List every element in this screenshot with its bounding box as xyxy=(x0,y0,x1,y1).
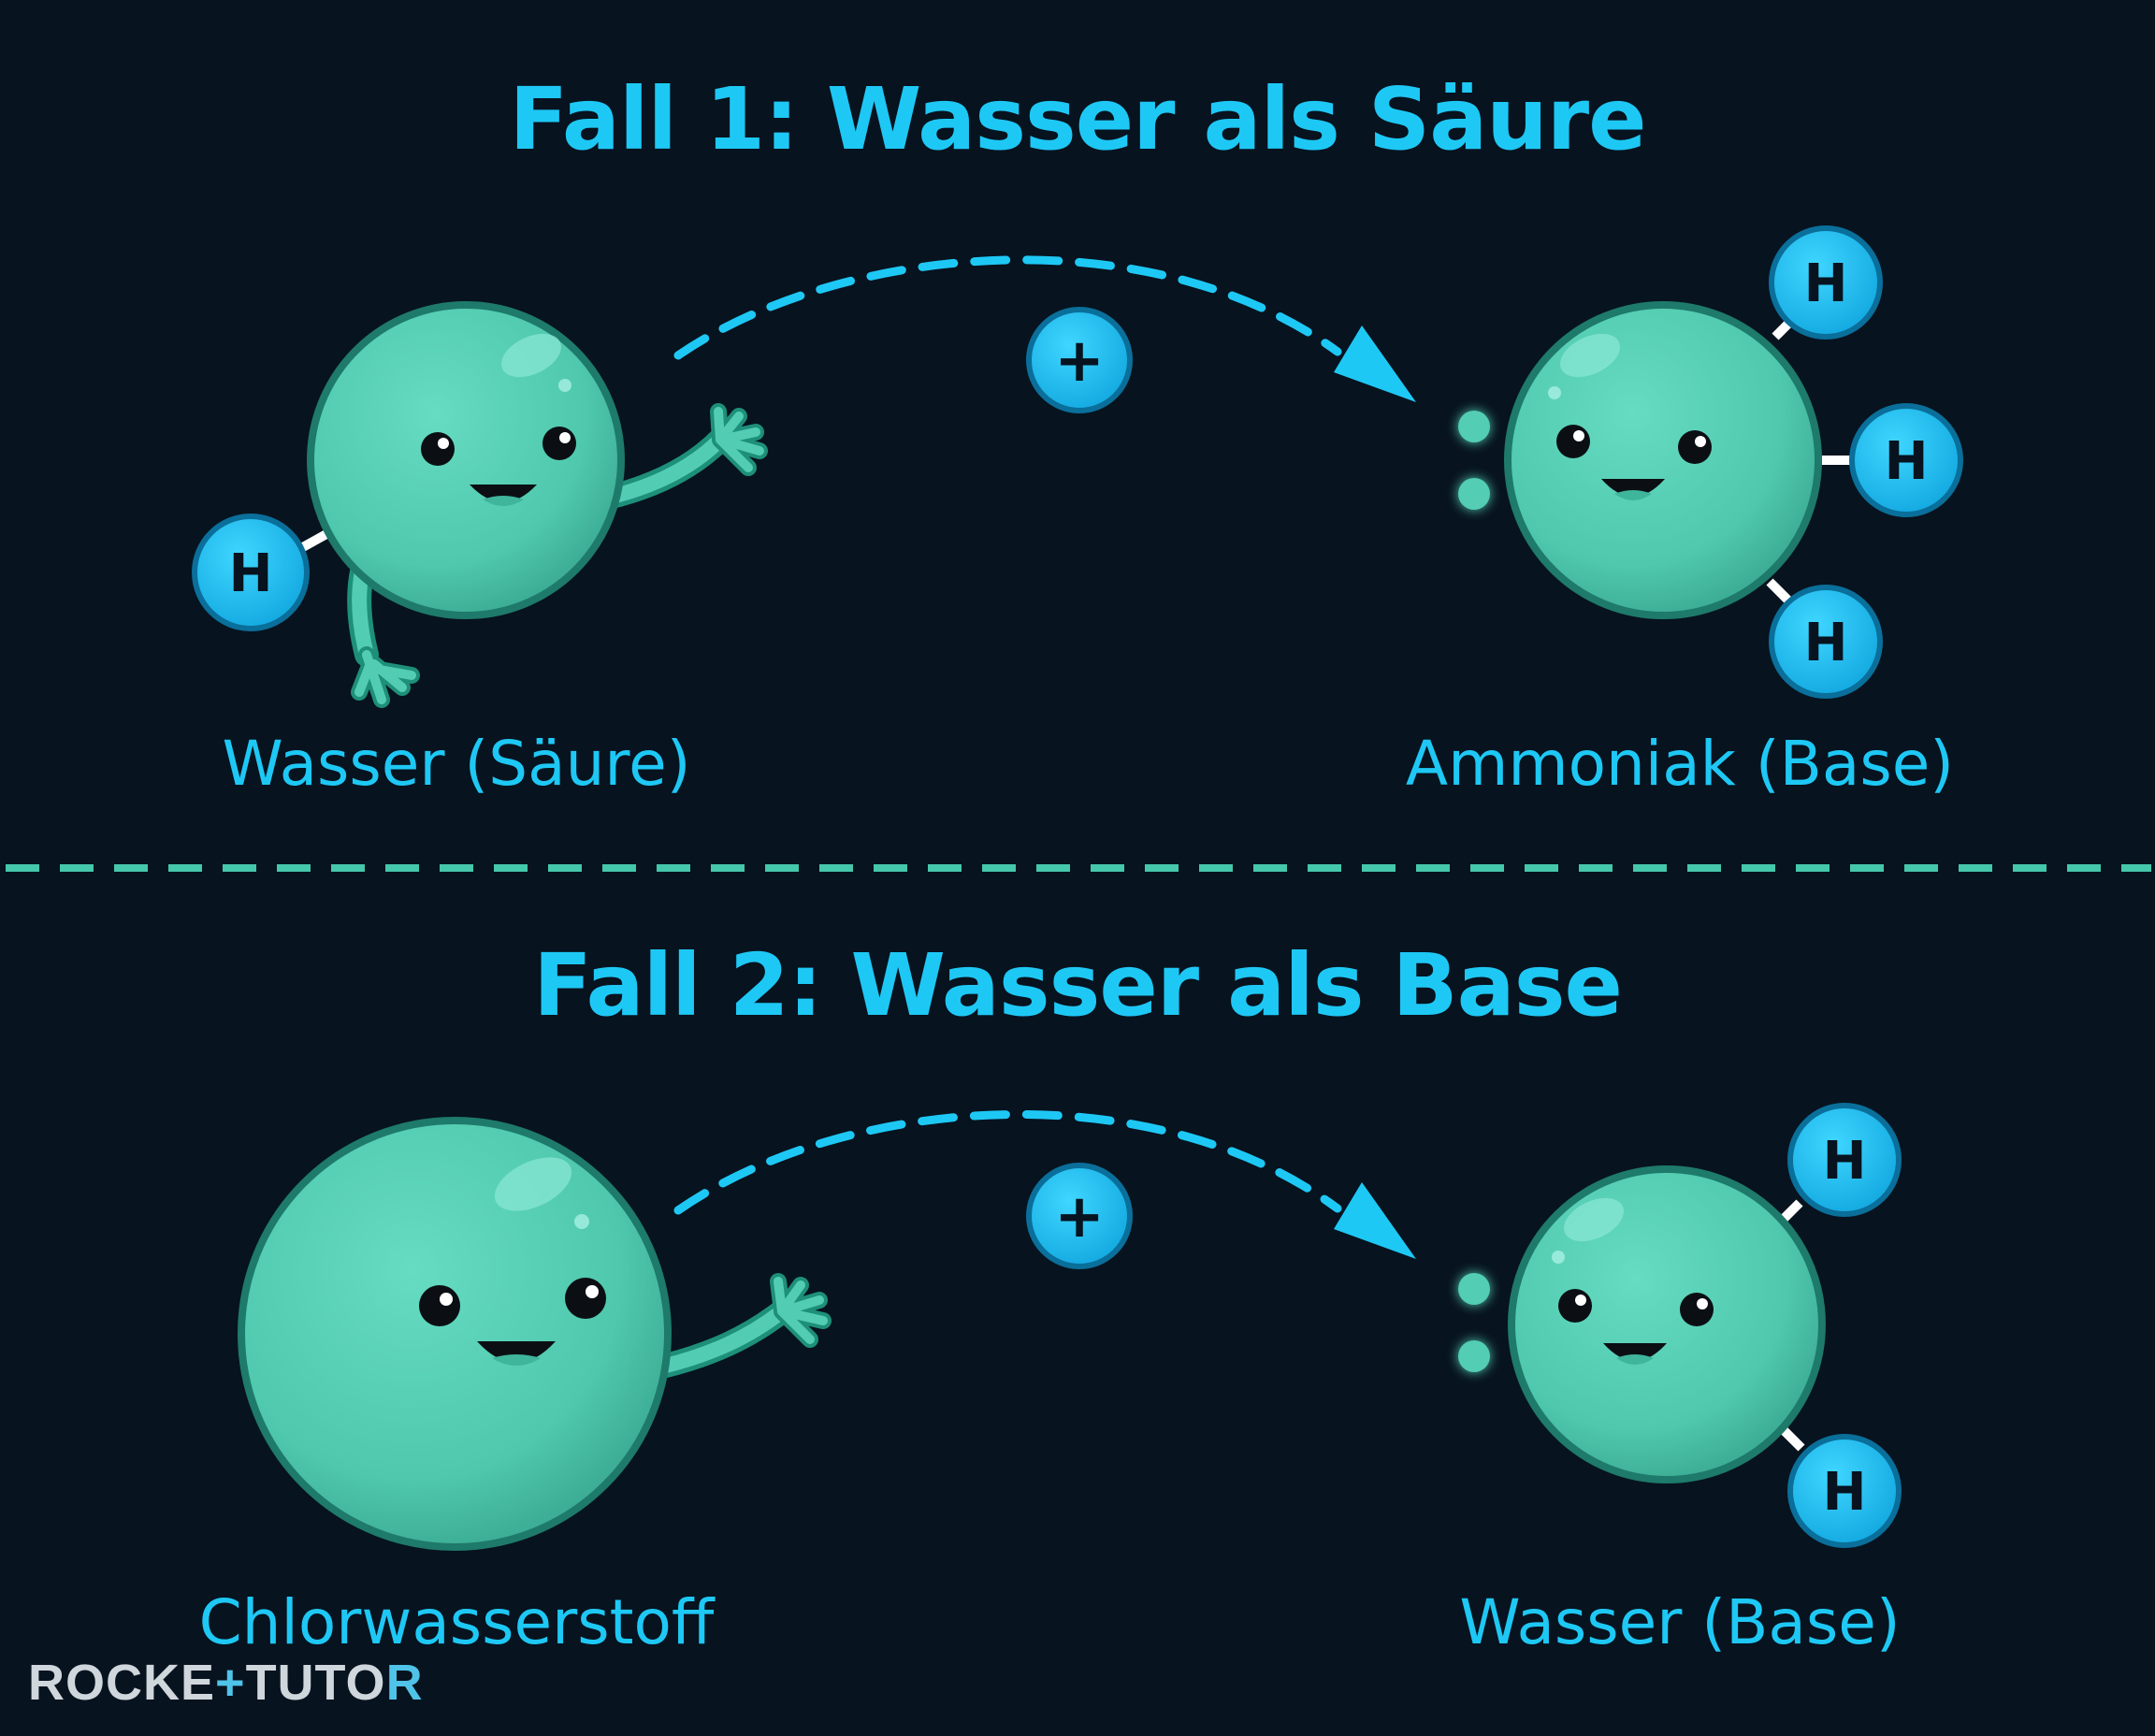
case2-left-face xyxy=(419,1278,606,1366)
svg-text:H: H xyxy=(1804,613,1848,673)
case2-waving-hand xyxy=(770,1273,832,1348)
case2-lone-pair xyxy=(1458,1273,1490,1372)
case1-left-h-atom: H xyxy=(192,514,310,631)
case1-right-molecule xyxy=(1504,301,1822,619)
svg-text:H: H xyxy=(1804,253,1848,314)
case1-right-face xyxy=(1556,425,1712,500)
case2-right-bond-bottom xyxy=(1779,1425,1805,1452)
case1-right-h-atom-top: H xyxy=(1769,225,1883,340)
case1-left-label: Wasser (Säure) xyxy=(222,728,691,800)
case1-left-face xyxy=(421,427,576,506)
case2-right-h-atom-top: H xyxy=(1787,1103,1902,1217)
svg-text:+: + xyxy=(1054,1182,1105,1251)
case2-right-face xyxy=(1558,1289,1714,1365)
case1-right-h-atom-bottom: H xyxy=(1769,585,1883,699)
svg-text:H: H xyxy=(1823,1462,1867,1523)
case2-right-h-atom-bottom: H xyxy=(1787,1434,1902,1548)
case2-proton: + xyxy=(1026,1163,1133,1269)
case1-title: Fall 1: Wasser als Säure xyxy=(509,69,1646,169)
case1-right-bond-bottom xyxy=(1766,578,1792,604)
case1-right-h-atom-mid: H xyxy=(1849,403,1963,517)
case2-arrow-head xyxy=(1334,1182,1416,1259)
case1-waving-hand xyxy=(710,403,768,476)
svg-text:H: H xyxy=(1823,1131,1867,1192)
proton-symbol: + xyxy=(1054,326,1105,396)
case1-lone-pair xyxy=(1458,411,1490,510)
case2-title: Fall 2: Wasser als Base xyxy=(533,935,1623,1035)
rocket-tutor-logo: ROCKE+TUTOR xyxy=(28,1655,424,1711)
h-symbol: H xyxy=(229,543,273,604)
case2-proton-arrow xyxy=(673,1109,1342,1215)
case1-lower-hand xyxy=(351,646,420,708)
case1-right-label: Ammoniak (Base) xyxy=(1405,728,1955,800)
case2-right-label: Wasser (Base) xyxy=(1459,1586,1901,1658)
case1-arrow-head xyxy=(1334,326,1416,402)
case2-right-molecule xyxy=(1508,1165,1826,1483)
svg-text:H: H xyxy=(1885,431,1929,492)
case1-proton-arrow xyxy=(673,255,1342,360)
case1-left-molecule xyxy=(307,301,768,708)
case2-left-label: Chlorwasserstoff xyxy=(198,1586,715,1658)
case2-left-molecule xyxy=(238,1117,832,1551)
case1-proton: + xyxy=(1026,307,1133,413)
